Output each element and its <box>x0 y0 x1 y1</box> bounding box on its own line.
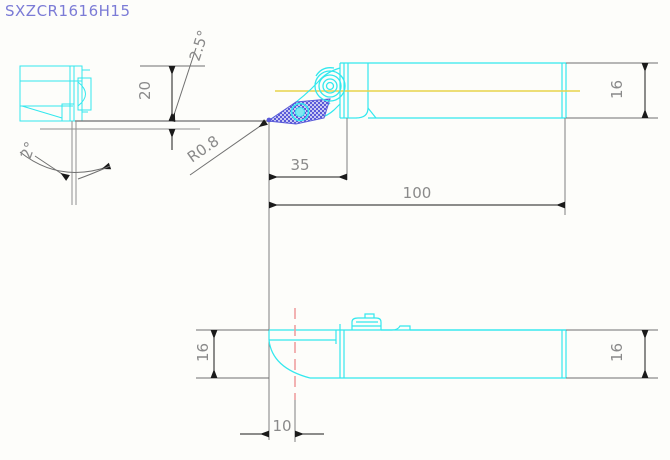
dimension-20: 20 <box>136 65 205 150</box>
dimension-16-left: 16 <box>194 329 269 379</box>
dimension-angle-2deg: 2° <box>17 121 112 205</box>
dimension-label-16-left: 16 <box>194 343 212 362</box>
end-view-group <box>19 65 92 122</box>
dimension-10: 10 <box>240 400 324 442</box>
dimension-35: 35 <box>269 156 347 181</box>
dimension-radius-r08: R0.8 <box>184 119 268 176</box>
cutting-insert <box>266 98 331 125</box>
dimension-extension-lines <box>268 118 566 440</box>
dimension-label-100: 100 <box>403 184 432 202</box>
dimension-label-16-side: 16 <box>608 80 626 99</box>
dimension-label-10: 10 <box>272 417 291 435</box>
top-view-group <box>268 313 567 379</box>
dimension-100: 100 <box>269 184 565 209</box>
dimension-label-16-top: 16 <box>608 343 626 362</box>
dimension-label-2-5deg: 2.5° <box>186 28 213 63</box>
dimension-label-2deg: 2° <box>17 139 40 161</box>
dimension-label-20: 20 <box>136 81 154 100</box>
side-view-reference-lines <box>40 120 268 130</box>
clamp-screw <box>314 67 346 102</box>
dimension-angle-2-5deg: 2.5° <box>168 28 213 123</box>
dimension-16-top: 16 <box>566 329 658 379</box>
dimension-16-side: 16 <box>566 62 658 119</box>
dimension-label-r08: R0.8 <box>184 132 222 166</box>
drawing-title: SXZCR1616H15 <box>5 2 131 20</box>
dimension-label-35: 35 <box>290 156 309 174</box>
